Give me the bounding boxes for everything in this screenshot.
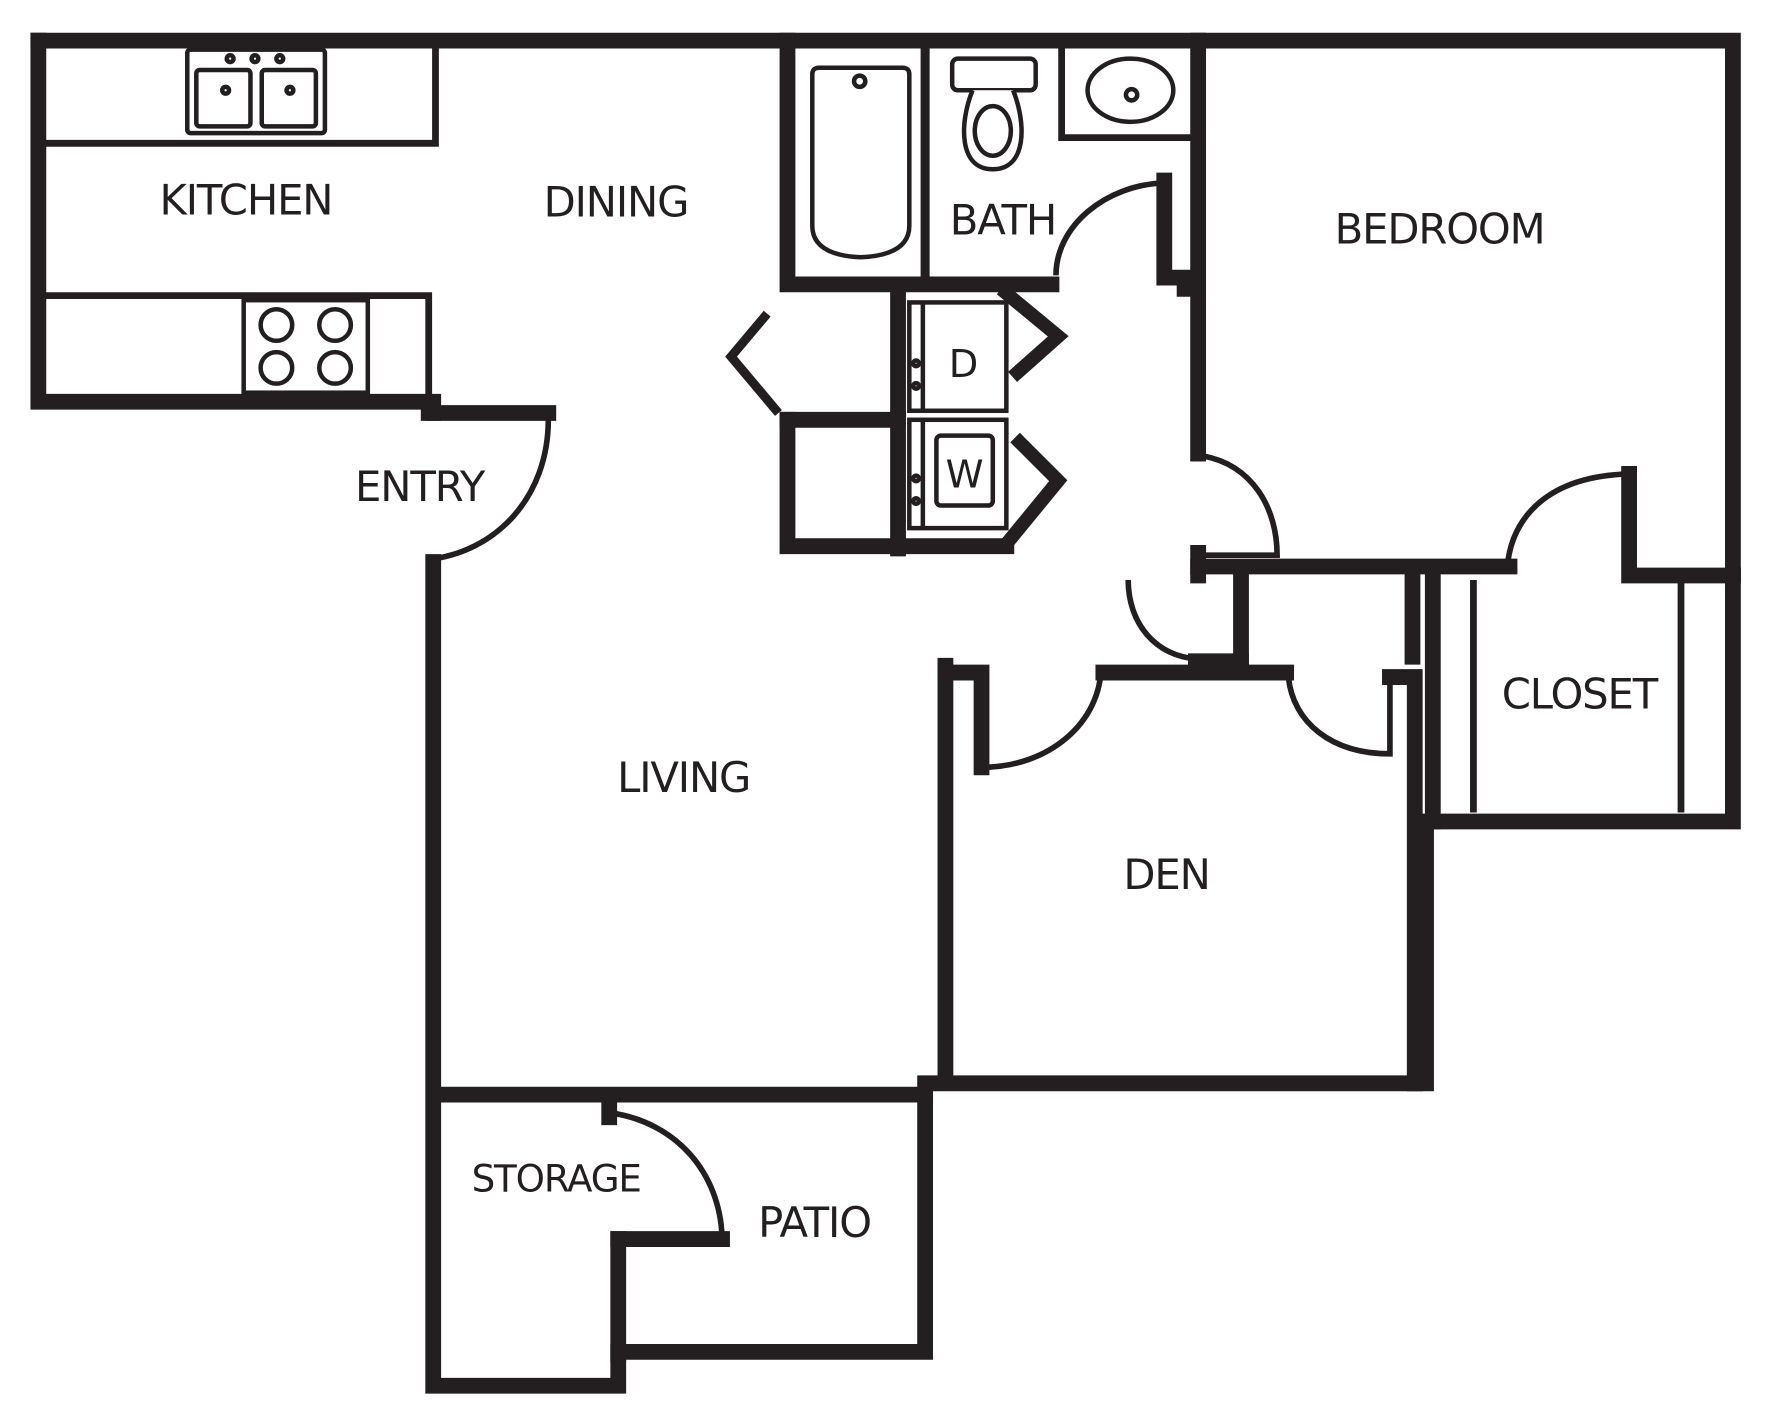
laundry-bifold-doors xyxy=(725,283,1069,554)
room-label-patio: PATIO xyxy=(758,1198,871,1247)
room-label-closet: CLOSET xyxy=(1502,670,1659,719)
toilet-icon xyxy=(949,56,1038,172)
stove-icon xyxy=(241,297,371,395)
room-label-entry: ENTRY xyxy=(355,462,486,511)
room-label-kitchen: KITCHEN xyxy=(159,175,332,224)
door-swings xyxy=(426,179,1630,1237)
bathroom-sink-icon xyxy=(1085,56,1176,125)
dryer-icon: D xyxy=(907,300,1009,414)
room-label-living: LIVING xyxy=(617,753,750,802)
room-label-bath: BATH xyxy=(950,196,1056,245)
double-sink-icon xyxy=(185,47,328,136)
bathtub-icon xyxy=(810,65,912,260)
room-label-storage: STORAGE xyxy=(472,1157,641,1201)
washer-icon: W xyxy=(907,417,1009,531)
walls xyxy=(30,32,1741,1394)
room-labels: KITCHEN DINING BATH BEDROOM ENTRY LIVING… xyxy=(159,175,1659,1247)
room-label-dining: DINING xyxy=(544,178,689,227)
dryer-label: D xyxy=(949,342,979,387)
room-label-bedroom: BEDROOM xyxy=(1335,205,1545,254)
room-label-den: DEN xyxy=(1123,850,1209,899)
washer-label: W xyxy=(946,452,984,497)
